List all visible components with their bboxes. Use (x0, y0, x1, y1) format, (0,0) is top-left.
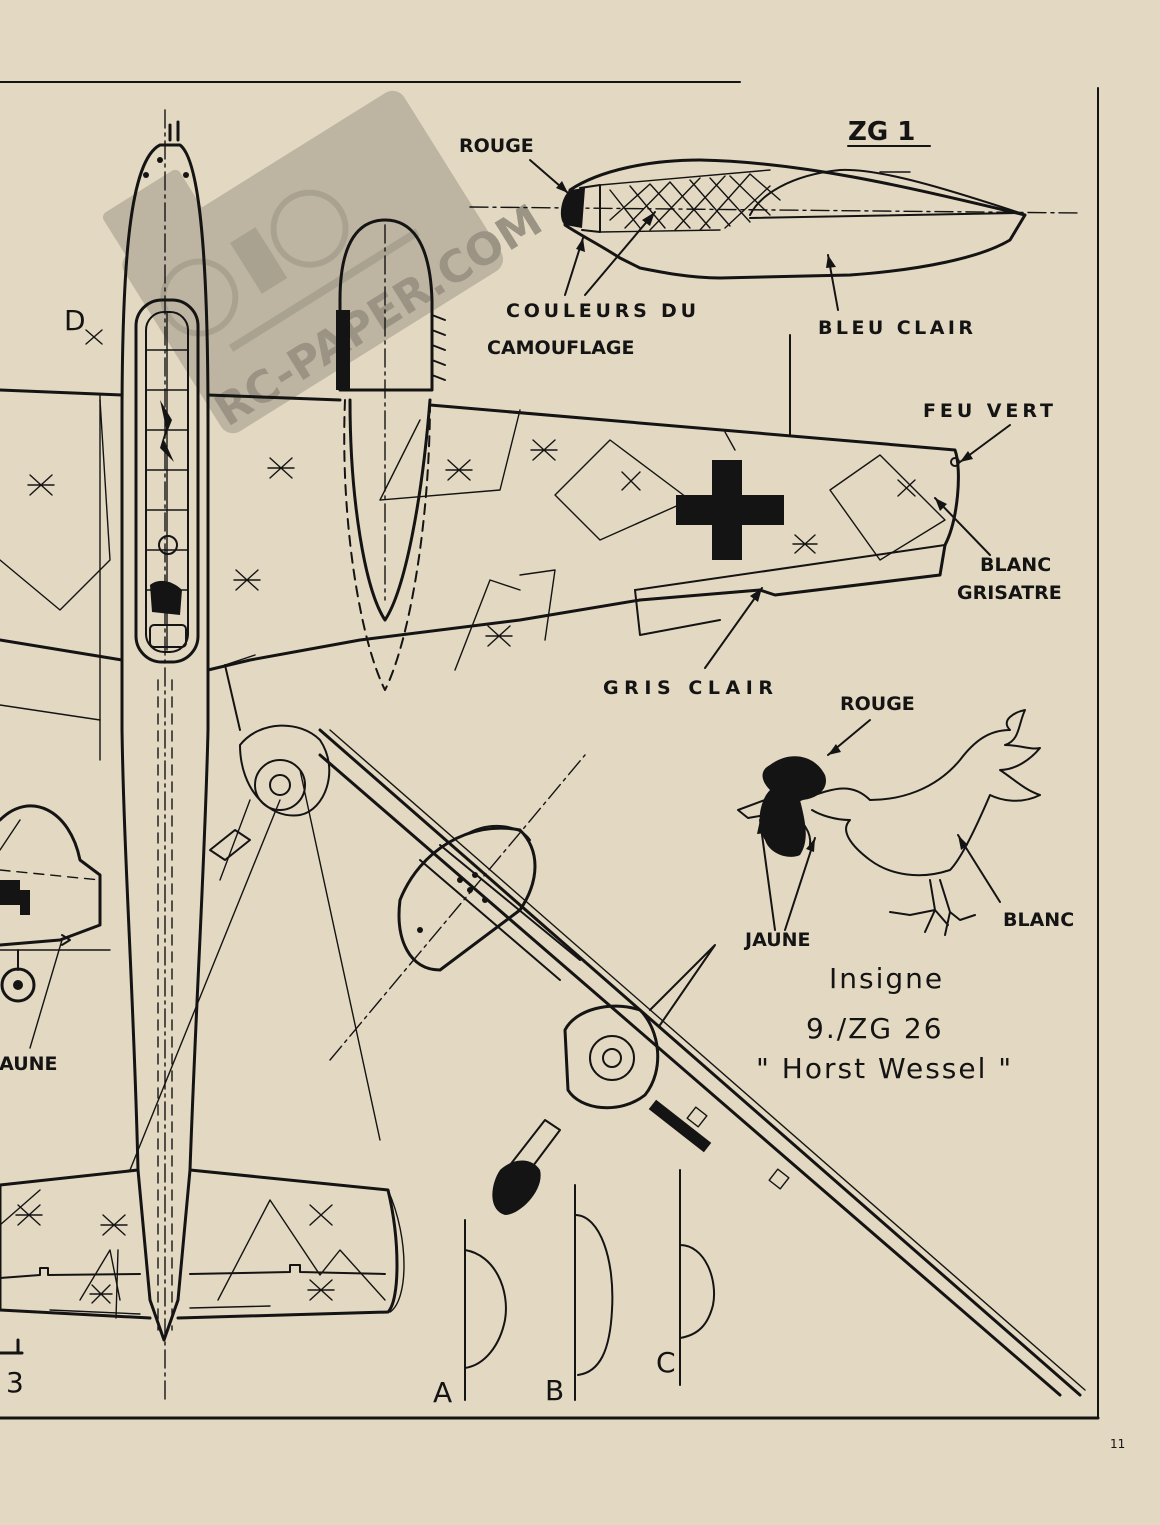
section-label-c: C (656, 1346, 676, 1379)
tailplane (0, 1168, 405, 1320)
engine-nacelle-top (336, 218, 446, 691)
nose-cone-detail (469, 158, 1081, 280)
section-label-b: B (545, 1374, 564, 1407)
edge-mark (0, 1338, 24, 1355)
label-rouge-insigne: ROUGE (840, 693, 915, 715)
page-frame (0, 81, 1100, 1420)
section-profiles (464, 1169, 715, 1401)
section-label-a: A (433, 1376, 452, 1409)
rooster-insigne (737, 709, 1041, 936)
side-view-partial (0, 804, 111, 1049)
label-rouge-nose: ROUGE (459, 135, 534, 157)
label-feu-vert: FEU VERT (923, 400, 1053, 422)
label-jaune-left: JAUNE (0, 1053, 58, 1075)
aircraft-oblique-view (129, 724, 1086, 1397)
leader-arrows (529, 159, 1011, 931)
label-grisatre: GRISATRE (957, 582, 1062, 604)
insigne-title: Insigne (829, 962, 944, 995)
label-gris-clair: GRIS CLAIR (603, 677, 773, 699)
label-couleurs-du: COULEURS DU (506, 300, 696, 322)
label-camouflage: CAMOUFLAGE (487, 337, 635, 359)
insigne-name: " Horst Wessel " (756, 1052, 1013, 1085)
left-wing-partial (0, 388, 124, 761)
balkenkreuz-insignia (676, 460, 784, 560)
section-title: ZG 1 (848, 117, 915, 147)
right-wing-top-view (206, 334, 960, 731)
label-blanc: BLANC (980, 554, 1051, 576)
insigne-unit: 9./ZG 26 (806, 1012, 944, 1045)
camouflage-crosses (15, 439, 916, 1304)
fuselage-top-view (120, 109, 210, 1401)
label-bleu-clair: BLEU CLAIR (818, 317, 973, 339)
page-number: 11 (1110, 1437, 1125, 1451)
label-jaune-insigne: JAUNE (743, 929, 811, 951)
edge-number: 3 (6, 1366, 24, 1399)
point-d-cross-icon (85, 329, 103, 345)
point-d-label: D (64, 304, 86, 337)
label-blanc-insigne: BLANC (1003, 909, 1074, 931)
